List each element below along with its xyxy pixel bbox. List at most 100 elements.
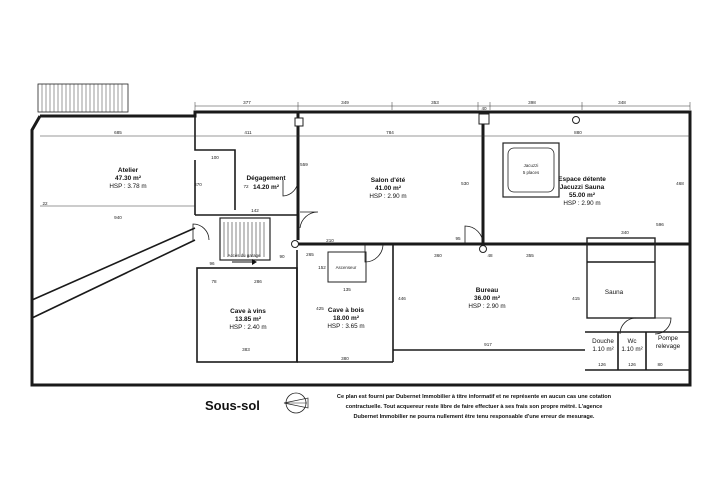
dim-349: 349	[341, 100, 349, 105]
dim-425: 425	[316, 306, 324, 311]
espace-name2: Jacuzzi Sauna	[560, 184, 605, 191]
dim-370: 370	[194, 182, 202, 187]
doors	[192, 179, 672, 335]
cave-bois-area: 18.00 m²	[333, 315, 360, 322]
atelier-area: 47.30 m²	[115, 175, 142, 182]
room-pompe: Pompe relevage	[656, 335, 681, 350]
espace-area: 55.00 m²	[569, 192, 596, 199]
jacuzzi-places: 5 places	[523, 170, 540, 175]
dim-22: 22	[42, 201, 48, 206]
degagement-name: Dégagement	[246, 175, 286, 182]
acces-arrow	[232, 259, 257, 265]
dim-596: 596	[656, 222, 664, 227]
cave-vins-area: 13.85 m²	[235, 316, 262, 323]
dim-340: 340	[621, 230, 629, 235]
room-salon: Salon d'été 41.00 m² HSP : 2.90 m	[369, 177, 406, 200]
salon-area: 41.00 m²	[375, 185, 402, 192]
dim-383: 383	[242, 347, 250, 352]
room-wc: Wc 1.10 m²	[621, 338, 642, 353]
dim-126a: 126	[598, 362, 606, 367]
espace-hsp: HSP : 2.90 m	[563, 200, 600, 207]
dim-152: 152	[318, 265, 326, 270]
dim-380: 380	[341, 356, 349, 361]
cave-vins-hsp: HSP : 2.40 m	[229, 324, 266, 331]
douche-area: 1.10 m²	[592, 346, 613, 353]
pompe-name2: relevage	[656, 343, 681, 350]
dim-88: 48	[487, 253, 493, 258]
room-degagement: Dégagement 14.20 m²	[246, 175, 286, 191]
dim-559: 559	[300, 162, 308, 167]
dim-355: 355	[526, 253, 534, 258]
jacuzzi-tub: Jacuzzi 5 places	[502, 142, 560, 198]
dim-530: 530	[461, 181, 469, 186]
dim-286: 286	[254, 279, 262, 284]
dim-95: 95	[455, 236, 461, 241]
cave-bois-name: Cave à bois	[328, 307, 365, 314]
salon-name: Salon d'été	[371, 177, 406, 184]
dim-398: 398	[528, 100, 536, 105]
cave-bois-hsp: HSP : 3.65 m	[327, 323, 364, 330]
dim-377: 377	[243, 100, 251, 105]
interior-stairs	[223, 222, 265, 257]
dim-135: 135	[343, 287, 351, 292]
outer-walls	[30, 110, 692, 387]
douche-name: Douche	[592, 338, 614, 345]
atelier-name: Atelier	[118, 167, 139, 174]
salon-hsp: HSP : 2.90 m	[369, 193, 406, 200]
espace-name: Espace détente	[558, 176, 606, 183]
pompe-name: Pompe	[658, 335, 678, 342]
dim-411: 411	[244, 130, 252, 135]
exterior-stair-hatch	[37, 83, 129, 113]
dim-80: 80	[657, 362, 663, 367]
dim-353: 353	[431, 100, 439, 105]
dim-880: 880	[574, 130, 582, 135]
dim-40: 40	[481, 106, 487, 111]
degagement-area: 14.20 m²	[253, 184, 280, 191]
disclaimer-line1: Ce plan est fourni par Dubernet Immobili…	[337, 394, 612, 400]
room-atelier: Atelier 47.30 m² HSP : 3.78 m	[109, 167, 146, 190]
dim-78: 78	[211, 279, 217, 284]
dim-90: 90	[279, 254, 285, 259]
cave-vins-name: Cave à vins	[230, 308, 266, 315]
bureau-area: 36.00 m²	[474, 295, 501, 302]
dim-468: 468	[676, 181, 684, 186]
plan-title: Sous-sol	[205, 398, 260, 413]
ascenseur-label: Ascenseur	[336, 265, 357, 270]
room-cave-bois: Cave à bois 18.00 m² HSP : 3.65 m	[327, 307, 364, 330]
disclaimer-line3: Dubernet Immobilier ne pourra nullement …	[354, 414, 595, 420]
room-douche: Douche 1.10 m²	[592, 338, 614, 353]
dim-415: 415	[572, 296, 580, 301]
dim-917: 917	[484, 342, 492, 347]
room-cave-vins: Cave à vins 13.85 m² HSP : 2.40 m	[229, 308, 266, 331]
dim-940: 940	[114, 215, 122, 220]
wc-area: 1.10 m²	[621, 346, 642, 353]
top-dimensions: 377 349 353 40 398 348	[194, 100, 691, 111]
dim-446: 446	[398, 296, 406, 301]
interior-walls	[31, 112, 690, 371]
acces-garage-label: Accès du garage	[228, 253, 262, 258]
interior-dimensions: 685 411 784 880 100 370 72 142 940 22 55…	[40, 130, 690, 367]
disclaimer-line2: contractuelle. Tout acquereur reste libr…	[346, 404, 603, 410]
dim-142: 142	[251, 208, 259, 213]
dim-100: 100	[211, 155, 219, 160]
jacuzzi-label: Jacuzzi	[524, 163, 539, 168]
dim-348: 348	[618, 100, 626, 105]
dim-784: 784	[386, 130, 394, 135]
bureau-hsp: HSP : 2.90 m	[468, 303, 505, 310]
dim-265: 265	[306, 252, 314, 257]
room-bureau: Bureau 36.00 m² HSP : 2.90 m	[468, 287, 505, 310]
dim-210: 210	[326, 238, 334, 243]
disclaimer: Ce plan est fourni par Dubernet Immobili…	[337, 394, 612, 420]
room-espace-detente: Espace détente Jacuzzi Sauna 55.00 m² HS…	[558, 176, 606, 207]
dim-96: 96	[209, 261, 215, 266]
sauna-label: Sauna	[605, 289, 624, 296]
wc-name: Wc	[627, 338, 636, 345]
dim-685: 685	[114, 130, 122, 135]
dim-360: 360	[434, 253, 442, 258]
bureau-name: Bureau	[476, 287, 498, 294]
dim-126b: 126	[628, 362, 636, 367]
compass-icon	[283, 392, 309, 414]
atelier-hsp: HSP : 3.78 m	[109, 183, 146, 190]
dim-72: 72	[243, 184, 249, 189]
